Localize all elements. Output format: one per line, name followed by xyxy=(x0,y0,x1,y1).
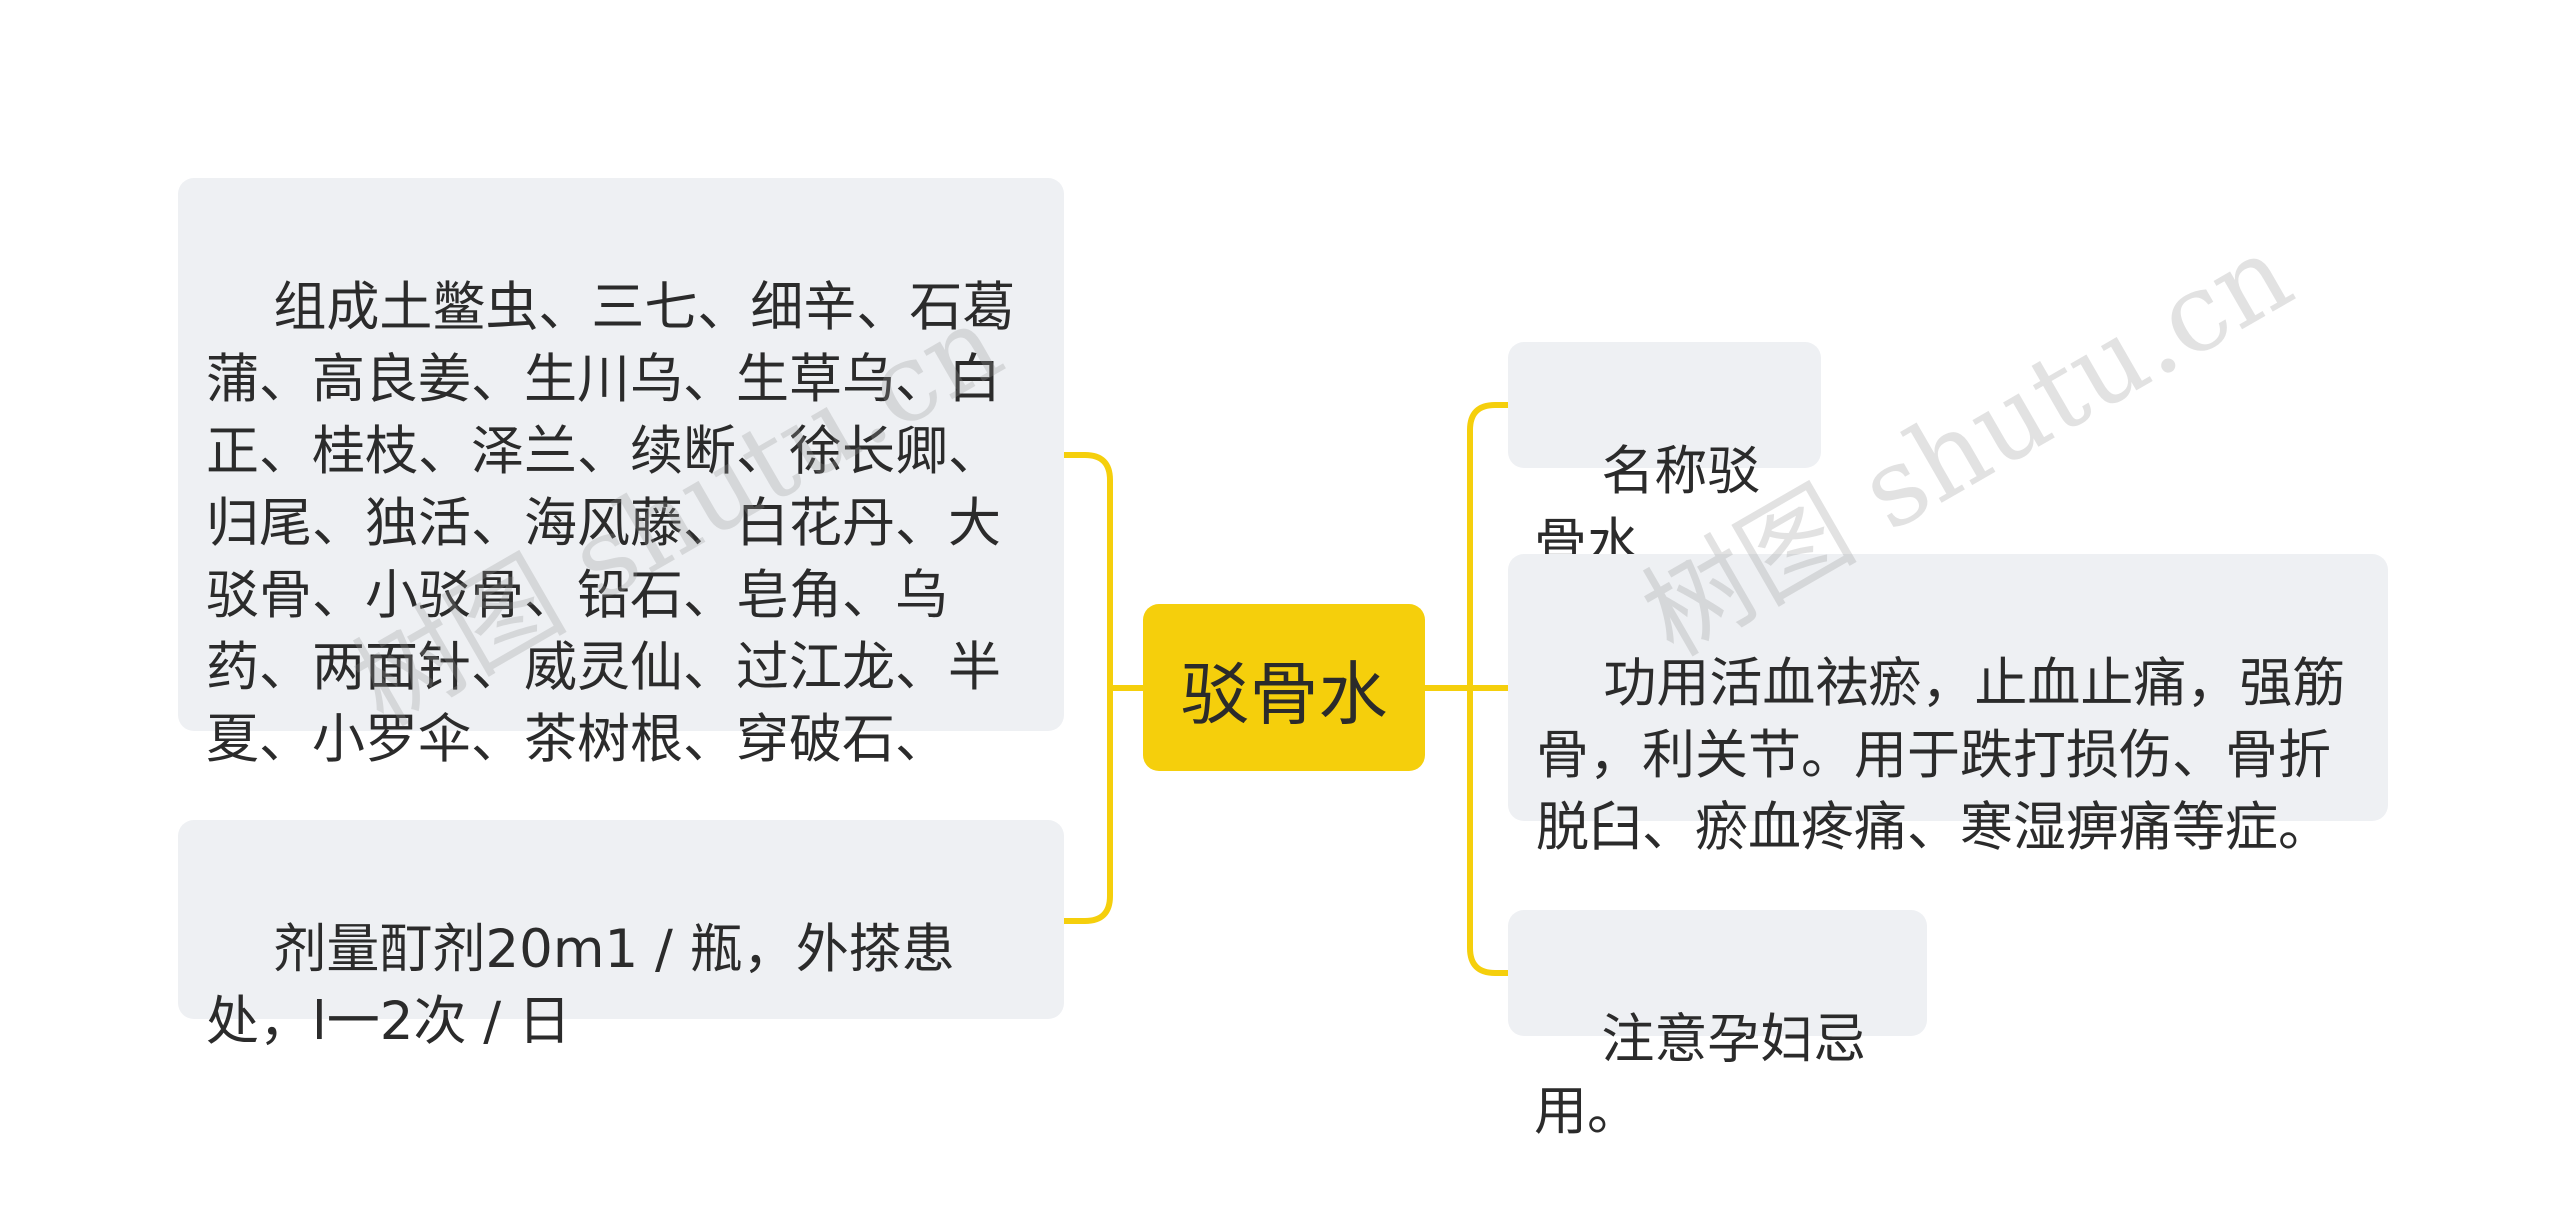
right-node-function[interactable]: 功用活血祛瘀，止血止痛，强筋骨，利关节。用于跌打损伤、骨折脱臼、瘀血疼痛、寒湿痹… xyxy=(1508,554,2388,858)
left-node-composition[interactable]: 组成土鳖虫、三七、细辛、石葛蒲、高良姜、生川乌、生草乌、白正、桂枝、泽兰、续断、… xyxy=(178,178,1064,770)
center-node[interactable]: 驳骨水 xyxy=(1143,604,1425,771)
left-node-composition-text: 组成土鳖虫、三七、细辛、石葛蒲、高良姜、生川乌、生草乌、白正、桂枝、泽兰、续断、… xyxy=(206,277,1016,770)
right-node-name[interactable]: 名称驳骨水 xyxy=(1508,342,1821,574)
left-node-dosage-text: 剂量酊剂20m1 / 瓶，外搽患处，l一2次 / 日 xyxy=(206,919,955,1052)
connector-left-node-1 xyxy=(1061,452,1113,691)
left-node-dosage[interactable]: 剂量酊剂20m1 / 瓶，外搽患处，l一2次 / 日 xyxy=(178,820,1064,1052)
right-node-caution-text: 注意孕妇忌用。 xyxy=(1534,1009,1867,1142)
center-node-label: 驳骨水 xyxy=(1180,654,1388,735)
connector-left-node-2 xyxy=(1061,685,1113,924)
right-node-caution[interactable]: 注意孕妇忌用。 xyxy=(1508,910,1927,1142)
right-node-function-text: 功用活血祛瘀，止血止痛，强筋骨，利关节。用于跌打损伤、骨折脱臼、瘀血疼痛、寒湿痹… xyxy=(1536,653,2346,858)
connector-right-node-3 xyxy=(1467,685,1511,976)
connector-right-node-1 xyxy=(1467,402,1511,691)
